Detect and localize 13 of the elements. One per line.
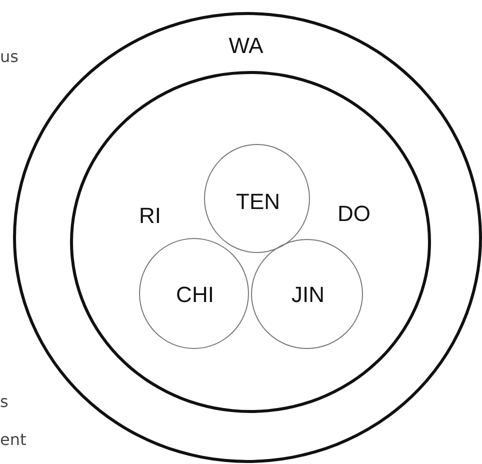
circle-label: WA — [228, 35, 264, 57]
circle-label: CHI — [176, 284, 214, 306]
circle-label: JIN — [292, 284, 324, 306]
circle-label: DO — [338, 203, 370, 225]
circle-label: RI — [139, 205, 161, 227]
text-fragment: us — [0, 49, 18, 65]
small-circle — [139, 238, 249, 349]
circle-label: TEN — [236, 191, 280, 213]
text-fragment: ent — [0, 432, 26, 448]
inner-circle — [70, 71, 431, 413]
small-circle — [204, 144, 310, 253]
small-circle — [251, 239, 363, 349]
text-fragment: s — [0, 394, 8, 410]
